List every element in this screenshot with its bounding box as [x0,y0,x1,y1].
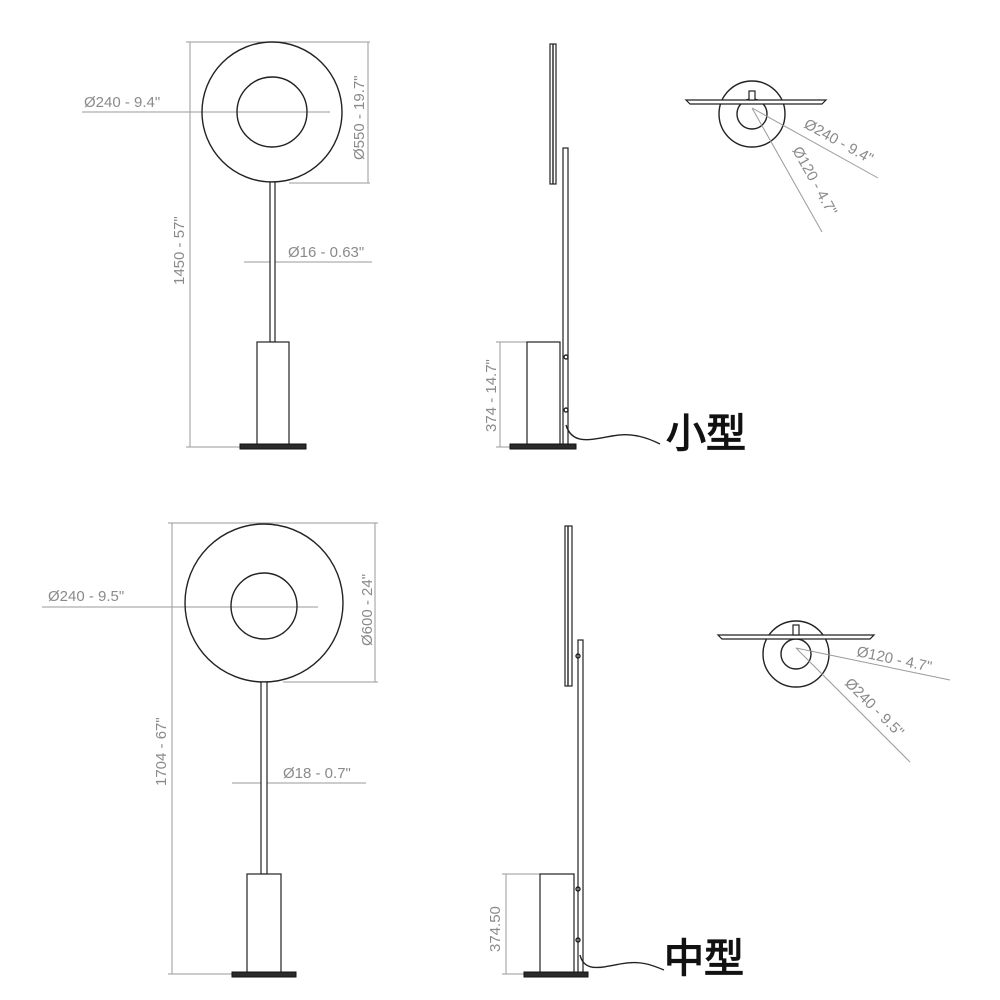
medium-power-cable [579,954,665,971]
medium-side-base-block [539,873,575,975]
medium-top-hub-inner [780,638,812,670]
medium-disc-outer [184,523,344,683]
medium-total-height-text: 1704 - 67" [153,717,170,786]
medium-top-disc [716,634,876,640]
medium-outer-diameter-text: Ø600 - 24" [359,574,376,646]
small-total-height-text: 1450 - 57" [171,216,188,285]
small-side-base-plate [509,443,577,450]
medium-disc-inner [230,572,298,640]
medium-side-base-plate [523,971,589,978]
small-top-hub-outer [718,80,786,148]
small-base-height-text: 374 - 14.7" [483,359,500,432]
small-top-hub-leader [751,107,823,233]
medium-inner-diameter-text: Ø240 - 9.5" [48,588,124,605]
medium-top-knob [792,624,800,636]
small-side-base-block [526,341,561,447]
small-side-screw-bottom [563,407,569,413]
medium-front-view: Ø240 - 9.5" Ø600 - 24" 1704 - 67" Ø18 - … [42,522,378,978]
medium-top-hub-outer [762,620,830,688]
medium-size-label: 中型 [664,936,744,982]
medium-top-hub-leader [795,647,951,681]
small-pole [269,181,276,343]
medium-side-screw-bottom [575,937,581,943]
small-side-view: 374 - 14.7" 小型 [483,43,746,457]
medium-base-block [246,873,282,975]
small-top-disc-leader [751,107,879,179]
small-power-cable [565,424,661,445]
small-base-plate [239,443,307,450]
small-side-pole [562,147,569,447]
medium-side-pole [577,639,584,975]
medium-top-view: Ø120 - 4.7" Ø240 - 9.5" [716,620,951,763]
small-top-disc [684,99,828,105]
small-top-hub-diameter-text: Ø120 - 4.7" [789,144,841,219]
medium-pole-diameter-text: Ø18 - 0.7" [283,765,351,782]
medium-side-view: 374.50 中型 [487,525,744,982]
small-pole-diameter-text: Ø16 - 0.63" [288,244,364,261]
small-top-knob [748,90,756,101]
medium-base-height-text: 374.50 [487,906,504,952]
small-outer-diameter-text: Ø550 - 19.7" [351,75,368,160]
medium-top-disc-diameter-text: Ø240 - 9.5" [841,675,907,741]
medium-top-disc-leader [795,647,911,763]
medium-side-screw-top [575,886,581,892]
medium-base-plate [231,971,297,978]
medium-top-hub-diameter-text: Ø120 - 4.7" [855,643,933,675]
small-side-screw-top [563,354,569,360]
small-disc-inner [236,76,308,148]
small-inner-diameter-text: Ø240 - 9.4" [84,94,160,111]
small-base-block [256,341,290,447]
small-top-view: Ø240 - 9.4" Ø120 - 4.7" [684,80,879,233]
medium-pole [260,681,268,875]
small-front-view: Ø240 - 9.4" Ø550 - 19.7" 1450 - 57" Ø16 … [82,41,372,450]
small-size-label: 小型 [666,411,746,457]
medium-side-screw-disc [575,653,581,659]
